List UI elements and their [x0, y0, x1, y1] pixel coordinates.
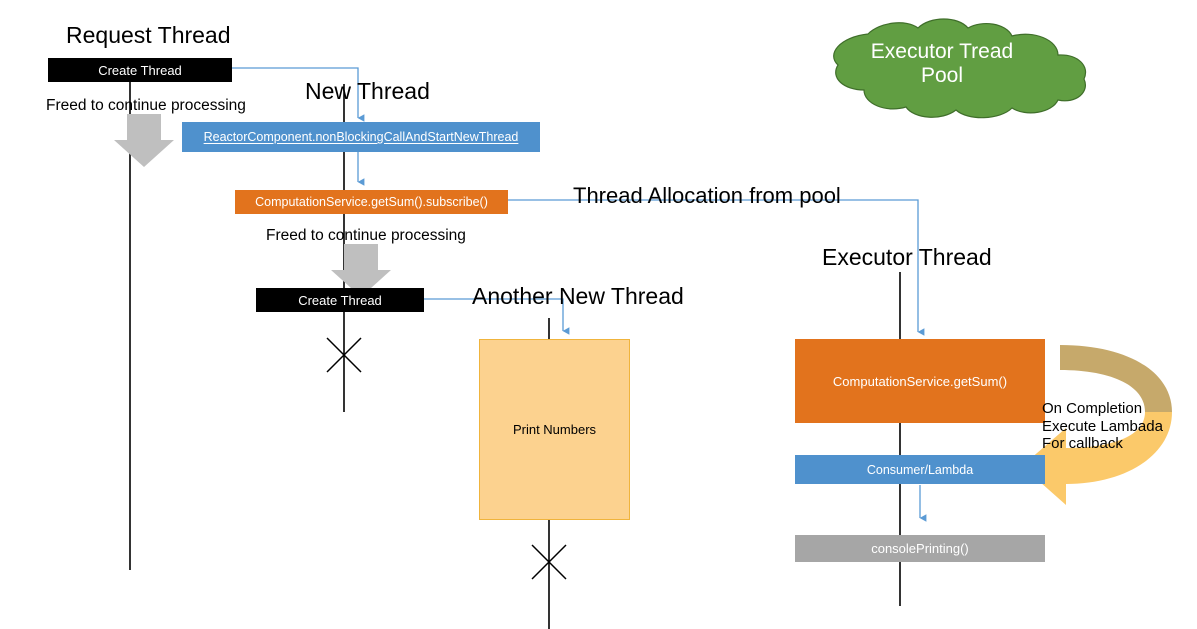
consumer-lambda-box[interactable]: Consumer/Lambda	[795, 455, 1045, 484]
reactor-component-box-label: ReactorComponent.nonBlockingCallAndStart…	[203, 130, 519, 144]
print-numbers-box-label: Print Numbers	[512, 422, 597, 437]
computation-getsum-box[interactable]: ComputationService.getSum()	[795, 339, 1045, 423]
callback-note-line-3: For callback	[1042, 435, 1123, 453]
computation-subscribe-box-label: ComputationService.getSum().subscribe()	[255, 195, 488, 209]
cloud-label-line-1: Executor Tread	[870, 40, 1014, 63]
block-arrow-down-1	[114, 114, 174, 167]
lifeline-label-request-thread: Request Thread	[66, 22, 231, 48]
callback-note-line-1: On Completion	[1042, 400, 1143, 417]
console-printing-box-label: consolePrinting()	[871, 541, 969, 556]
lifeline-label-new-thread: New Thread	[305, 78, 430, 104]
executor-thread-pool-cloud-label: Executor Tread Pool	[856, 40, 1028, 88]
consumer-lambda-box-label: Consumer/Lambda	[866, 462, 974, 477]
create-thread-box-1-label: Create Thread	[98, 62, 182, 78]
block-arrow-down-2	[331, 244, 391, 297]
create-thread-box-1[interactable]: Create Thread	[48, 58, 232, 82]
computation-subscribe-box[interactable]: ComputationService.getSum().subscribe()	[235, 190, 508, 214]
connector-create-thread-to-new-thread	[232, 67, 365, 122]
callback-curved-arrow	[1022, 345, 1172, 505]
create-thread-box-2[interactable]: Create Thread	[256, 288, 424, 312]
connector-create-thread-to-another-new-thread	[424, 298, 570, 335]
cloud-label-line-2: Pool	[920, 64, 964, 88]
create-thread-box-2-label: Create Thread	[298, 292, 382, 308]
lifeline-label-another-new-thread: Another New Thread	[472, 283, 684, 309]
executor-thread-pool-cloud	[833, 18, 1087, 119]
reactor-component-box[interactable]: ReactorComponent.nonBlockingCallAndStart…	[182, 122, 540, 152]
print-numbers-box[interactable]: Print Numbers	[479, 339, 630, 520]
callback-note-line-2: Execute Lambada	[1042, 417, 1163, 435]
termination-x-another-new-thread	[531, 544, 567, 580]
computation-getsum-box-label: ComputationService.getSum()	[832, 373, 1008, 389]
console-printing-box[interactable]: consolePrinting()	[795, 535, 1045, 562]
lifeline-label-executor-thread: Executor Thread	[822, 244, 992, 270]
freed-note-1: Freed to continue processing	[46, 97, 246, 114]
freed-note-2: Freed to continue processing	[266, 227, 466, 244]
termination-x-new-thread	[326, 337, 362, 373]
thread-allocation-note: Thread Allocation from pool	[573, 183, 841, 208]
callback-note: On Completion Execute Lambada For callba…	[1042, 400, 1182, 453]
connector-thread-allocation	[508, 199, 925, 336]
